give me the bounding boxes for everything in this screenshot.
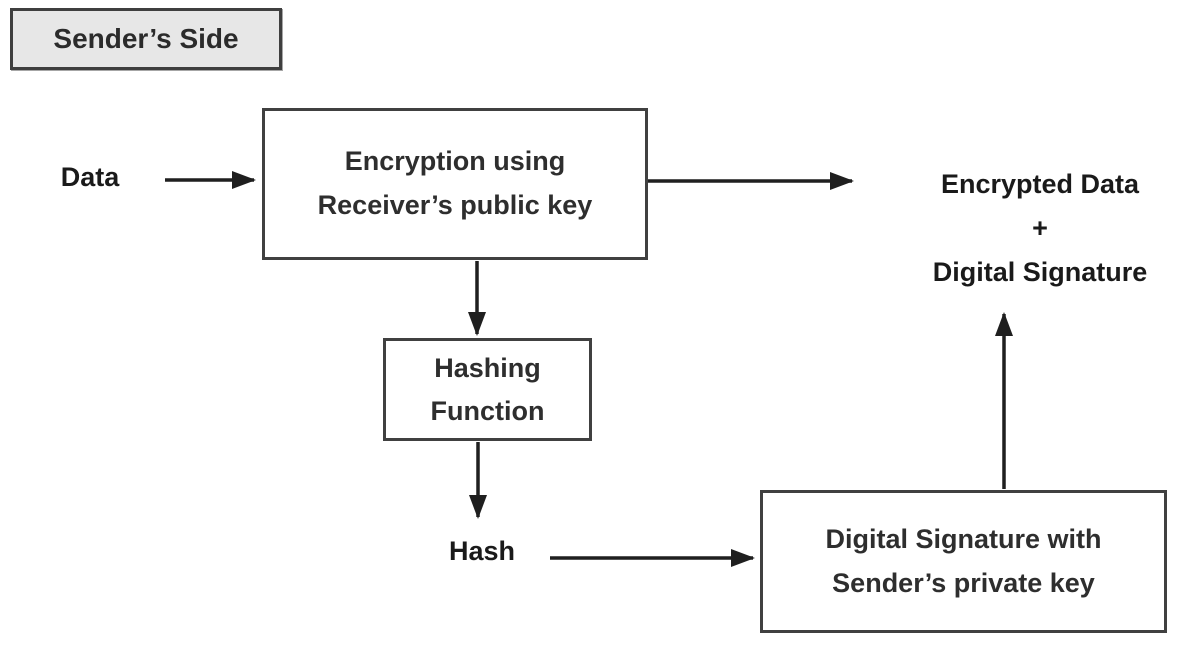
digital-signature-label: Digital Signature with Sender’s private … — [825, 523, 1102, 598]
hashing-function-label: Hashing Function — [430, 352, 545, 426]
encryption-box: Encryption using Receiver’s public key — [262, 108, 648, 260]
data-label: Data — [60, 162, 120, 192]
hashing-function-box: Hashing Function — [383, 338, 592, 441]
output-line-encrypted-data: Encrypted Data — [940, 169, 1140, 199]
digital-signature-box: Digital Signature with Sender’s private … — [760, 490, 1167, 633]
senders-side-badge: Sender’s Side — [10, 8, 282, 70]
encryption-box-label: Encryption using Receiver’s public key — [317, 146, 593, 220]
hash-label: Hash — [448, 536, 516, 566]
output-label: Encrypted Data + Digital Signature — [880, 162, 1195, 294]
output-plus-sign: + — [1032, 213, 1048, 243]
senders-side-label: Sender’s Side — [53, 23, 239, 54]
output-line-digital-signature: Digital Signature — [932, 257, 1148, 287]
